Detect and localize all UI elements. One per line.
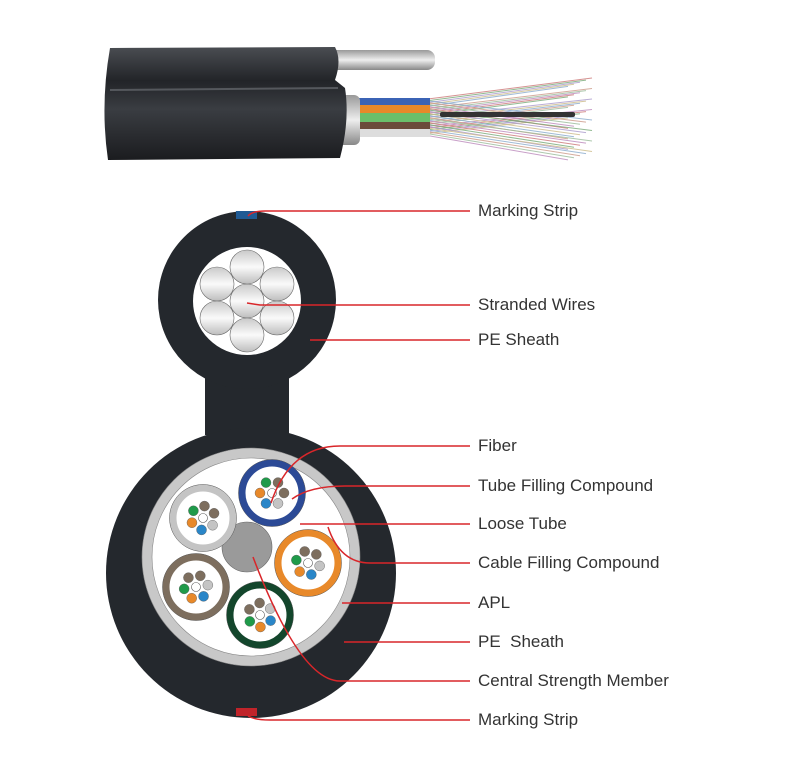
- fiber: [186, 517, 198, 528]
- fiber: [186, 593, 197, 604]
- leader-marking-strip-bottom: [247, 715, 470, 721]
- steel-wire: [229, 249, 265, 285]
- label-pe-sheath-bottom: PE Sheath: [478, 632, 565, 651]
- fiber-strand: [419, 83, 575, 106]
- loose-tube-blue: [355, 98, 430, 105]
- fiber-fan: [419, 77, 593, 161]
- fiber-strand: [419, 122, 575, 148]
- fiber-strand: [419, 126, 593, 152]
- fiber-strand: [419, 119, 587, 144]
- fiber: [303, 558, 313, 568]
- fiber: [195, 570, 206, 581]
- loose-tubes: [162, 459, 342, 649]
- fiber-strand: [419, 117, 569, 135]
- loose-tube-white: [355, 129, 430, 137]
- marking-strip-top: [236, 211, 257, 219]
- cross-section: [106, 211, 396, 718]
- label-loose-tube: Loose Tube: [478, 514, 567, 533]
- fiber-strand: [419, 117, 593, 142]
- stranded-wires: [199, 249, 295, 353]
- fiber-strand: [419, 131, 575, 159]
- steel-wire: [199, 300, 235, 336]
- marking-strip-bottom: [236, 708, 257, 716]
- fiber-strand: [419, 128, 587, 155]
- fiber: [255, 610, 265, 620]
- fiber: [265, 615, 276, 626]
- fiber: [202, 579, 214, 591]
- fiber: [207, 520, 218, 531]
- label-tube-filling-compound: Tube Filling Compound: [478, 476, 654, 495]
- leader-lines: [246, 210, 470, 721]
- fiber: [199, 500, 210, 512]
- cable-photo: [104, 47, 593, 161]
- fiber-strand: [419, 77, 593, 101]
- label-marking-strip-top: Marking Strip: [478, 201, 579, 220]
- leader-marking-strip-top: [247, 210, 470, 217]
- fiber-strand: [419, 81, 581, 105]
- fiber: [244, 604, 255, 615]
- loose-tube-orange: [355, 105, 430, 113]
- fiber-strand: [419, 130, 581, 157]
- central-strength-member: [221, 521, 273, 573]
- fiber: [314, 560, 325, 572]
- fiber: [291, 554, 302, 566]
- steel-wire: [229, 283, 265, 319]
- fiber-strand: [419, 113, 575, 138]
- fiber: [198, 591, 209, 602]
- fiber: [255, 621, 266, 633]
- fiber: [254, 487, 266, 499]
- fiber-strand: [419, 133, 569, 161]
- fiber: [299, 546, 310, 557]
- leader-fiber: [270, 445, 470, 504]
- fiber: [183, 572, 194, 583]
- leader-central-strength-member: [252, 556, 470, 682]
- label-marking-strip-bottom: Marking Strip: [478, 710, 579, 729]
- label-apl: APL: [478, 593, 511, 612]
- fiber: [306, 569, 317, 580]
- steel-wire: [229, 317, 265, 353]
- steel-wire: [259, 300, 295, 336]
- fiber-strand: [419, 121, 581, 146]
- messenger-wire: [325, 50, 435, 70]
- fiber: [188, 505, 199, 516]
- loose-tube-green: [355, 113, 430, 122]
- steel-wire: [199, 266, 235, 302]
- fiber: [254, 597, 265, 609]
- fiber: [196, 524, 207, 536]
- fiber: [198, 513, 208, 523]
- label-pe-sheath-top: PE Sheath: [478, 330, 560, 349]
- fiber-strand: [419, 101, 587, 123]
- label-fiber: Fiber: [478, 436, 517, 455]
- fiber: [272, 498, 284, 509]
- fiber: [294, 566, 305, 577]
- loose-tube-brown: [355, 122, 430, 129]
- leader-tube-filling-compound: [291, 485, 470, 500]
- label-central-strength-member: Central Strength Member: [478, 671, 669, 690]
- fiber: [178, 583, 190, 595]
- leader-cable-filling-compound: [327, 526, 470, 564]
- fiber: [260, 477, 272, 488]
- fiber-strand: [419, 85, 569, 108]
- fiber: [244, 616, 256, 627]
- fiber: [208, 508, 220, 519]
- cable-jacket: [104, 47, 347, 160]
- label-stranded-wires: Stranded Wires: [478, 295, 596, 314]
- label-cable-filling-compound: Cable Filling Compound: [478, 553, 660, 572]
- fiber-strand: [419, 79, 587, 103]
- fiber: [260, 498, 272, 509]
- fiber: [311, 549, 322, 560]
- steel-wire: [259, 266, 295, 302]
- strength-rod: [440, 112, 575, 117]
- leader-stranded-wires: [246, 302, 470, 306]
- fiber: [278, 487, 290, 499]
- fiber: [191, 582, 201, 592]
